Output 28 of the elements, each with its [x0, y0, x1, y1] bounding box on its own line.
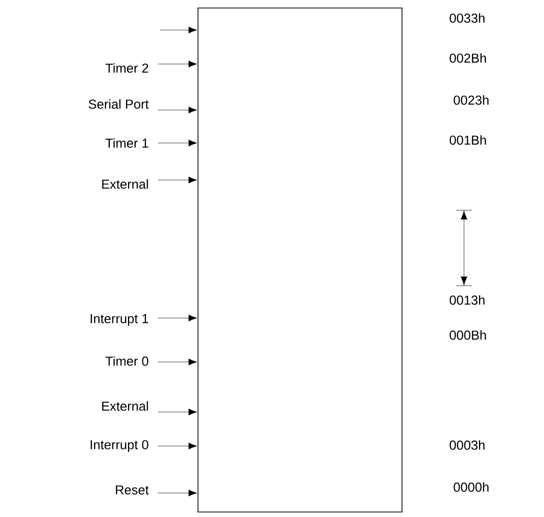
input-label: Timer 2: [106, 63, 148, 73]
block-box: [198, 8, 402, 512]
arrow: [158, 314, 197, 322]
input-label: Timer 0: [106, 356, 148, 366]
input-label: Serial Port: [88, 99, 149, 109]
arrow: [158, 140, 197, 146]
input-label: External: [102, 179, 148, 189]
input-label: Timer 1: [106, 138, 148, 148]
address-label: 002Bh: [450, 53, 486, 63]
address-label: 0013h: [450, 295, 484, 305]
arrow: [158, 408, 197, 416]
arrow: [158, 60, 197, 68]
address-label: 0033h: [450, 13, 484, 23]
input-label: External: [102, 401, 148, 411]
address-label: 0000h: [454, 482, 488, 492]
arrow: [158, 176, 197, 184]
input-label: Interrupt 0: [90, 440, 148, 452]
arrow: [158, 442, 197, 450]
address-label: 000Bh: [450, 330, 486, 340]
address-label: 001Bh: [450, 135, 486, 145]
arrow: [158, 106, 197, 114]
address-label: 0003h: [450, 440, 484, 450]
arrow: [160, 26, 197, 34]
input-label: Reset: [116, 485, 149, 495]
arrow: [158, 490, 197, 496]
input-label: Interrupt 1: [90, 314, 148, 326]
arrow: [158, 358, 197, 366]
address-label: 0023h: [454, 95, 488, 105]
